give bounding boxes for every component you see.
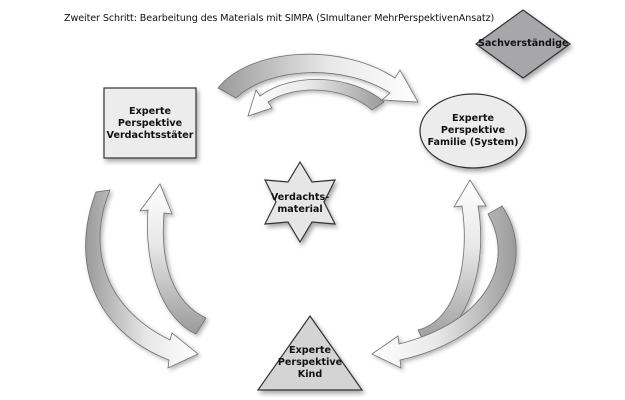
- familie-ellipse: [419, 93, 527, 169]
- sachverstaendige-diamond: [474, 9, 572, 79]
- kind-triangle: [256, 314, 364, 391]
- arrow-left-up: [139, 183, 207, 335]
- arrow-top-left: [247, 79, 385, 117]
- material-label: Verdachts- material: [270, 192, 330, 215]
- familie-label: Experte Perspektive Familie (System): [427, 113, 519, 148]
- kind-label: Experte Perspektive Kind: [277, 345, 343, 380]
- arrow-top-right: [217, 53, 419, 103]
- verdachtstaeter-label: Experte Perspektive Verdachtsstäter: [106, 106, 194, 141]
- arrow-left-down: [85, 189, 199, 369]
- sachverstaendige-label: Sachverständige: [478, 38, 569, 49]
- verdachtstaeter-box: [103, 87, 197, 159]
- material-star: [263, 160, 337, 244]
- diagram-caption: Zweiter Schritt: Bearbeitung des Materia…: [64, 13, 495, 24]
- arrow-right-down: [371, 205, 517, 369]
